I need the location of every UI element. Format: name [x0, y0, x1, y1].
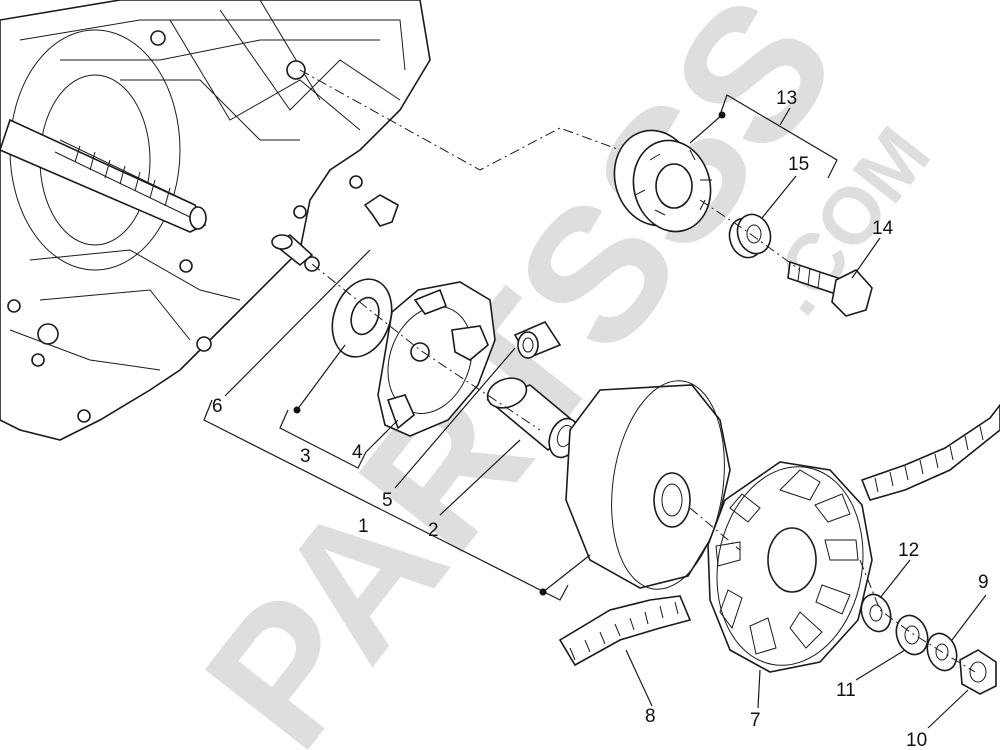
clip — [363, 194, 399, 227]
splined-shaft — [0, 118, 207, 233]
callout-12: 12 — [898, 540, 919, 561]
bolt — [787, 260, 873, 317]
washer-11 — [895, 614, 929, 656]
callout-13: 13 — [776, 88, 797, 109]
ramp-plate — [377, 281, 496, 437]
callout-11: 11 — [836, 680, 856, 701]
callout-4: 4 — [352, 442, 363, 463]
callout-1: 1 — [358, 516, 369, 537]
callout-7: 7 — [750, 710, 761, 731]
bearing — [613, 129, 712, 233]
callout-5: 5 — [382, 490, 393, 511]
washer-12 — [860, 593, 892, 633]
nut — [959, 649, 997, 695]
drive-belt — [558, 403, 1000, 667]
pulley-half — [565, 380, 731, 590]
callout-3: 3 — [300, 446, 311, 467]
leader-lines — [203, 69, 987, 729]
callout-labels: 1 2 3 4 5 6 7 8 9 10 11 12 13 14 15 — [212, 88, 989, 750]
fan-pulley — [707, 461, 873, 673]
callout-10: 10 — [906, 730, 927, 750]
crankcase — [0, 0, 431, 441]
thrust-washer — [331, 278, 393, 358]
callout-2: 2 — [428, 520, 439, 541]
callout-14: 14 — [872, 218, 894, 239]
callout-8: 8 — [645, 706, 656, 727]
callout-15: 15 — [788, 154, 809, 175]
callout-6: 6 — [212, 396, 223, 417]
small-washer — [728, 213, 772, 259]
bushing — [513, 320, 562, 360]
callout-9: 9 — [978, 572, 989, 593]
